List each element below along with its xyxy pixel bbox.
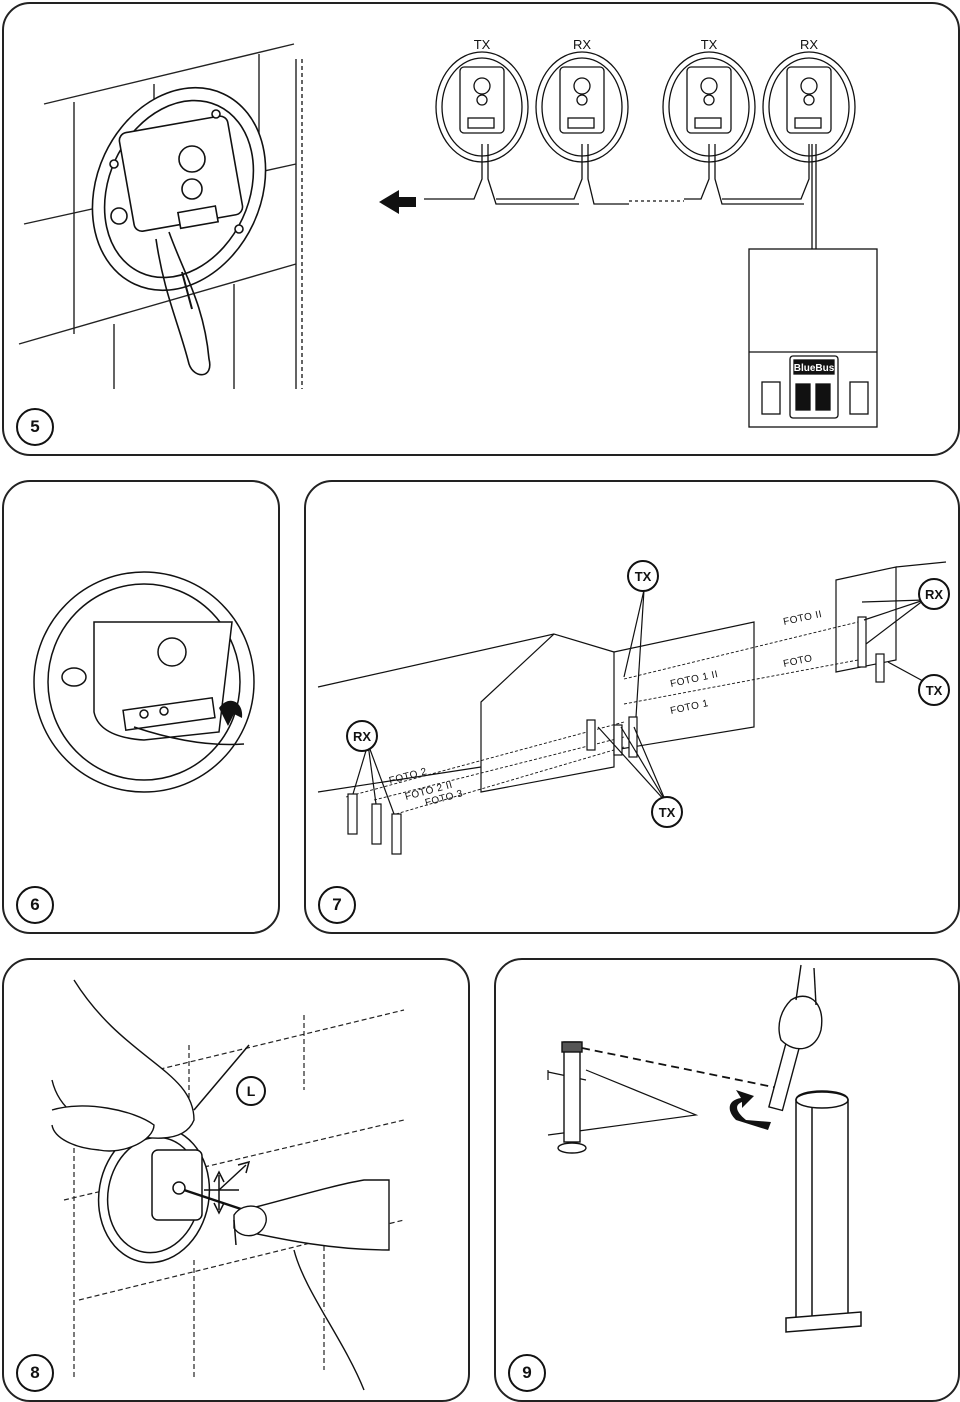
panel-8-illustration: [51, 979, 405, 1391]
photocell-closeup: [33, 571, 255, 793]
photocell-chain: [435, 51, 856, 163]
column-post: [785, 1090, 862, 1333]
beam-lines: [345, 621, 859, 815]
figure-number-9: 9: [508, 1354, 546, 1392]
photocell-adjust: [97, 1126, 245, 1264]
figure-number-6: 6: [16, 886, 54, 924]
panel-5: BlueBus TX RX TX RX 5: [2, 2, 960, 456]
curved-arrow-icon: [729, 1090, 771, 1130]
callout-rx-right: RX: [918, 578, 950, 610]
photocell-3: [662, 51, 756, 163]
beam-foto-1: FOTO 1: [669, 698, 709, 717]
photocell-1: [435, 51, 529, 163]
callout-tx-top: TX: [627, 560, 659, 592]
photocell-2: [535, 51, 629, 163]
arrow-left-icon: [379, 190, 416, 214]
photocell-label-2: RX: [573, 37, 591, 52]
panel-6: 6: [2, 480, 280, 934]
figure-number-8: 8: [16, 1354, 54, 1392]
panel-9-illustration: [547, 964, 862, 1333]
panel-8: L 8: [2, 958, 470, 1402]
callout-tx-right: TX: [918, 674, 950, 706]
control-unit-terminal: [748, 248, 878, 428]
beam-line: [581, 1047, 779, 1089]
photocell-label-1: TX: [474, 37, 491, 52]
callout-l: L: [236, 1076, 266, 1106]
callout-arrows: [352, 589, 935, 815]
adjust-arrows-icon: [193, 1044, 251, 1246]
callout-rx-left: RX: [346, 720, 378, 752]
curved-arrow-icon: [219, 700, 243, 726]
figure-number-7: 7: [318, 886, 356, 924]
panel-6-illustration: [33, 571, 255, 793]
small-post: [557, 1041, 587, 1154]
panel-7: FOTO II FOTO FOTO 1 II FOTO 1 FOTO 2 FOT…: [304, 480, 960, 934]
callout-tx-bottom: TX: [651, 796, 683, 828]
beam-foto-1-ii: FOTO 1 II: [669, 669, 719, 690]
figure-number-5: 5: [16, 408, 54, 446]
photocell-label-3: TX: [701, 37, 718, 52]
posts: [347, 616, 885, 855]
bluebus-label: BlueBus: [794, 363, 835, 374]
gate-layout: [317, 561, 947, 793]
beam-foto-ii: FOTO II: [782, 609, 823, 628]
photocell-label-4: RX: [800, 37, 818, 52]
panel-9: 9: [494, 958, 960, 1402]
photocell-open: [91, 86, 267, 376]
beam-foto: FOTO: [782, 653, 813, 670]
photocell-4: [762, 51, 856, 163]
panel-7-illustration: FOTO II FOTO FOTO 1 II FOTO 1 FOTO 2 FOT…: [317, 561, 947, 855]
hand-with-cover: [768, 964, 823, 1112]
hands: [51, 979, 390, 1391]
tiled-wall: [18, 43, 303, 389]
bus-wiring: [424, 144, 817, 344]
beam-foto-2: FOTO 2: [388, 766, 428, 787]
panel-5-illustration: BlueBus TX RX TX RX: [18, 37, 878, 428]
